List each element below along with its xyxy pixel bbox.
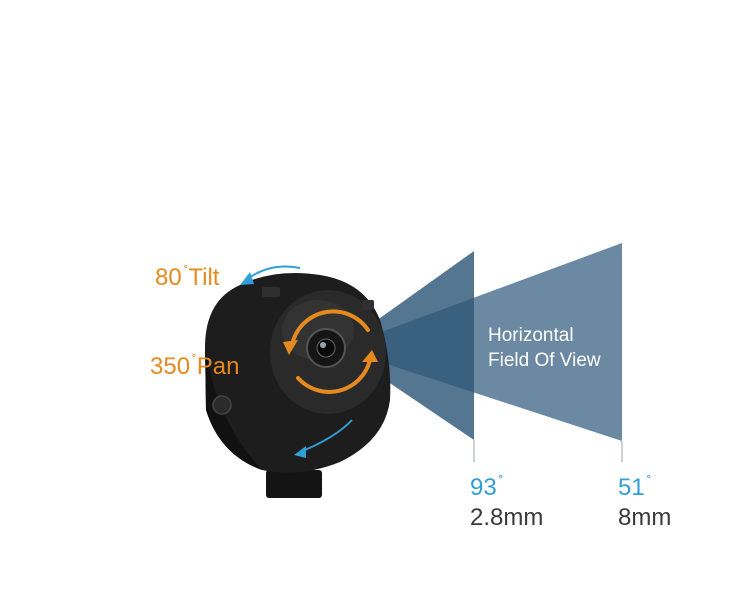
pan-arc-lower (296, 358, 372, 394)
pan-rotation-arrows (283, 309, 378, 394)
tilt-arrowhead-top (240, 272, 254, 285)
fov-8mm-wedge (338, 243, 622, 441)
fov-label-line1: Horizontal (488, 325, 574, 346)
wide-angle-degree: ˚ (498, 473, 504, 489)
side-notch (362, 300, 374, 310)
lens-glass (316, 338, 336, 358)
pan-arrowhead-upper (283, 340, 298, 355)
tele-focal-length: 8mm (618, 504, 672, 531)
camera-mount-base (266, 470, 322, 498)
pan-arc-upper (290, 309, 370, 347)
tilt-value: 80 (155, 264, 182, 291)
pan-value: 350 (150, 353, 191, 380)
wide-angle-label: 93˚ (470, 473, 504, 501)
pan-text: Pan (196, 353, 240, 380)
tilt-arrowhead-bottom (294, 446, 306, 458)
tilt-label: 80˚Tilt (155, 263, 220, 291)
pan-arrowhead-lower (362, 350, 378, 362)
pan-label: 350˚Pan (150, 352, 240, 380)
wide-focal-length: 2.8mm (470, 504, 544, 531)
lens-reflection (320, 342, 326, 348)
tele-angle-label: 51˚ (618, 473, 652, 501)
pan-degree-symbol: ˚ (192, 352, 197, 368)
tele-angle-value: 51 (618, 474, 645, 501)
tilt-degree-symbol: ˚ (183, 263, 189, 279)
dome-camera (205, 272, 391, 498)
tilt-arrows (240, 265, 353, 458)
tele-angle-degree: ˚ (646, 473, 652, 489)
fov-2.8mm-wedge (338, 251, 474, 440)
side-screw (212, 395, 232, 415)
tilt-text: Tilt (188, 264, 220, 291)
fov-label-line2: Field Of View (488, 350, 601, 371)
field-of-view-graphic (338, 243, 623, 462)
top-notch (262, 287, 280, 297)
wide-angle-value: 93 (470, 474, 497, 501)
